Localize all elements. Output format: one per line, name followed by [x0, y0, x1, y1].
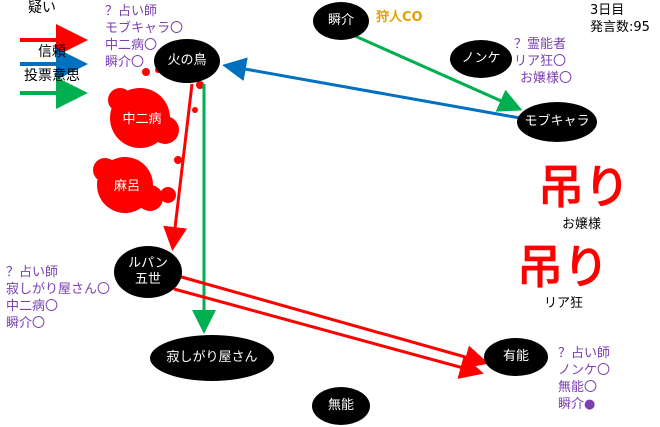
blood-splatter: [93, 67, 204, 213]
node-nonke[interactable]: ノンケ: [450, 40, 512, 78]
node-shunsuke[interactable]: 瞬介: [313, 2, 369, 40]
node-ojou[interactable]: お嬢様: [562, 217, 602, 232]
node-lupin[interactable]: ルパン 五世: [114, 246, 182, 298]
legend-vote-label: 投票意思: [24, 68, 80, 84]
hanged-mark-riakyo: 吊り: [517, 240, 609, 294]
note-line: ？占い師: [558, 346, 611, 361]
notes-nonke: ？霊能者 リア狂〇 お嬢様〇: [514, 36, 572, 87]
note-line: リア狂〇: [514, 54, 567, 69]
notes-yuno: ？占い師 ノンケ〇 無能〇 瞬介●: [558, 345, 610, 413]
note-line: 瞬介〇: [105, 55, 145, 70]
node-yuno[interactable]: 有能: [484, 338, 548, 376]
vote-arrow-shunsuke-mobchara: [354, 34, 523, 112]
note-line: モブキャラ〇: [105, 21, 184, 36]
note-line: 寂しがり屋さん〇: [6, 282, 111, 297]
suspect-arrow-hinotori-lupin: [163, 83, 194, 251]
note-line: 瞬介●: [558, 397, 596, 412]
node-mobchara[interactable]: モブキャラ: [517, 102, 597, 142]
notes-lupin: ？占い師 寂しがり屋さん〇 中二病〇 瞬介〇: [6, 264, 110, 332]
hunter-co-label: 狩人CO: [376, 10, 423, 25]
note-line: 瞬介〇: [6, 316, 46, 331]
note-line: 中二病〇: [105, 38, 158, 53]
note-line: お嬢様〇: [520, 71, 573, 86]
legend-suspect-label: 疑い: [28, 0, 56, 16]
legend-trust-label: 信頼: [38, 44, 66, 60]
suspect-arrow-lupin-yuno-1: [177, 274, 489, 369]
node-hinotori[interactable]: 火の鳥: [154, 39, 220, 83]
note-line: ？占い師: [6, 265, 59, 280]
node-muno[interactable]: 無能: [312, 387, 370, 425]
node-riakyo[interactable]: リア狂: [544, 296, 584, 311]
note-line: 中二病〇: [6, 299, 59, 314]
note-line: 無能〇: [558, 380, 598, 395]
node-chuni[interactable]: 中二病: [122, 112, 162, 127]
note-line: ノンケ〇: [558, 363, 611, 378]
node-maro[interactable]: 麻呂: [113, 179, 140, 194]
note-line: ？占い師: [105, 4, 158, 19]
note-line: ？霊能者: [514, 37, 567, 52]
trust-arrow-mobchara-hinotori: [222, 57, 521, 120]
node-sabishi[interactable]: 寂しがり屋さん: [150, 335, 274, 381]
suspect-arrow-lupin-yuno-2: [173, 287, 484, 379]
message-count: 発言数:95: [590, 20, 650, 35]
hanged-mark-ojou: 吊り: [538, 160, 630, 214]
day-label: 3日目: [590, 3, 625, 18]
notes-hinotori: ？占い師 モブキャラ〇 中二病〇 瞬介〇: [105, 3, 183, 71]
